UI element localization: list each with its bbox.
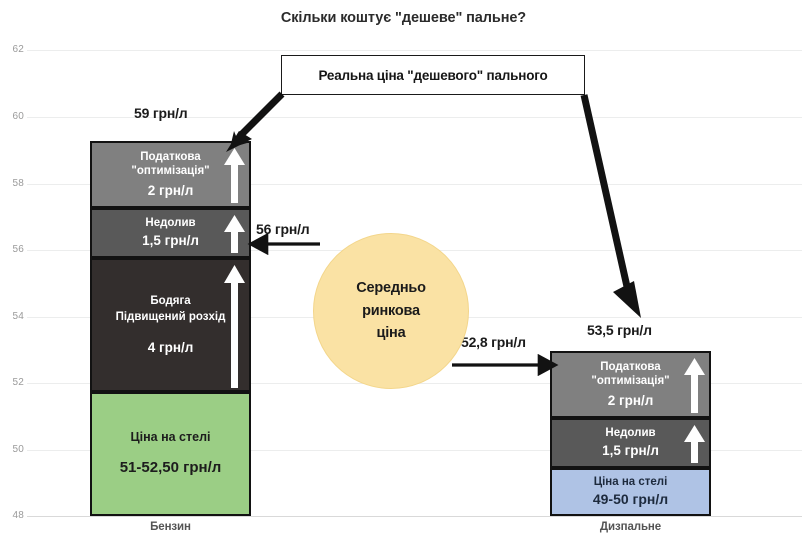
x-label-petrol: Бензин [150, 521, 191, 533]
y-tick-56: 56 [12, 244, 24, 255]
segment-label-line1: Недолив [145, 217, 196, 230]
circle-line2: ринкова [362, 302, 420, 319]
segment-value: 4 грн/л [147, 339, 194, 355]
y-tick-50: 50 [12, 444, 24, 455]
segment-label-line1: Податкова [600, 360, 661, 373]
gridline-60 [27, 117, 802, 118]
callout-text: Реальна ціна "дешевого" пального [318, 67, 548, 83]
y-tick-58: 58 [12, 178, 24, 189]
y-tick-60: 60 [12, 111, 24, 122]
market-price-circle[interactable]: Середньо ринкова ціна [313, 233, 469, 389]
segment-label-line1: Недолив [605, 427, 656, 440]
segment-label-line1: Податкова [140, 150, 201, 163]
callout-arrow-right-icon [580, 94, 641, 318]
segment-value: 51-52,50 грн/л [119, 459, 222, 477]
y-tick-62: 62 [12, 44, 24, 55]
segment-label-line2: "оптимізація" [131, 164, 210, 177]
gridline-58 [27, 184, 802, 185]
segment-value: 2 грн/л [147, 182, 194, 198]
total-label-petrol: 59 грн/л [134, 105, 188, 121]
segment-label-line1: Ціна на стелі [130, 430, 211, 445]
segment-value: 1,5 грн/л [602, 443, 659, 459]
circle-line3: ціна [376, 325, 406, 342]
annotation-label-528: 52,8 грн/л [461, 334, 526, 350]
bar-segment-petrol-tax[interactable]: Податкова "оптимізація" 2 грн/л [90, 141, 251, 208]
axis-bottom-line [27, 516, 802, 517]
bar-segment-diesel-tax[interactable]: Податкова "оптимізація" 2 грн/л [550, 351, 711, 418]
gridline-62 [27, 50, 802, 51]
bar-segment-petrol-adulteration[interactable]: Бодяга Підвищений розхід 4 грн/л [90, 258, 251, 392]
callout-box[interactable]: Реальна ціна "дешевого" пального [281, 55, 585, 95]
gridline-50 [27, 450, 802, 451]
y-tick-52: 52 [12, 377, 24, 388]
page-title: Скільки коштує "дешеве" пальне? [280, 10, 527, 26]
segment-value: 1,5 грн/л [142, 233, 199, 249]
bar-segment-diesel-underfill[interactable]: Недолив 1,5 грн/л [550, 418, 711, 468]
segment-label-line2: "оптимізація" [591, 374, 670, 387]
y-tick-48: 48 [12, 510, 24, 521]
x-label-diesel: Дизпальне [599, 521, 662, 533]
segment-label-line1: Бодяга [150, 294, 191, 307]
bar-segment-petrol-base[interactable]: Ціна на стелі 51-52,50 грн/л [90, 392, 251, 516]
annotation-label-56: 56 грн/л [256, 221, 310, 237]
bar-segment-diesel-base[interactable]: Ціна на стелі 49-50 грн/л [550, 468, 711, 516]
segment-label-line1: Ціна на стелі [593, 476, 668, 489]
segment-value: 2 грн/л [607, 392, 654, 408]
total-label-diesel: 53,5 грн/л [587, 322, 652, 338]
y-tick-54: 54 [12, 311, 24, 322]
circle-line1: Середньо [356, 280, 426, 297]
bar-segment-petrol-underfill[interactable]: Недолив 1,5 грн/л [90, 208, 251, 258]
segment-label-line2: Підвищений розхід [115, 310, 226, 323]
segment-value: 49-50 грн/л [592, 491, 669, 508]
